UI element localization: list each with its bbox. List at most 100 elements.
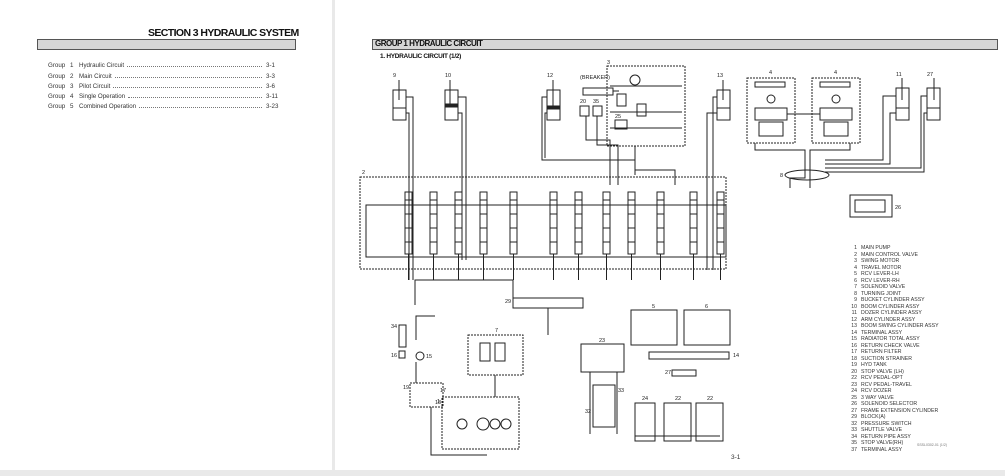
toc-group-label: Group bbox=[48, 72, 66, 80]
component-number-label: 25 bbox=[615, 114, 621, 120]
toc-leader-dots bbox=[113, 86, 262, 88]
spool bbox=[602, 191, 611, 255]
radiator bbox=[415, 351, 425, 361]
toc-leader-dots bbox=[139, 107, 262, 109]
rcv-dozer bbox=[634, 402, 656, 442]
shuttle-valve bbox=[592, 384, 616, 428]
toc-entry[interactable]: Group 5 Combined Operation 3-23 bbox=[48, 100, 288, 110]
component-number-label: 32 bbox=[585, 409, 591, 415]
toc-leader-dots bbox=[128, 97, 262, 99]
table-of-contents: Group 1 Hydraulic Circuit 3-1 Group 2 Ma… bbox=[48, 59, 288, 110]
toc-title: Main Circuit bbox=[79, 72, 112, 80]
component-number-label: 4 bbox=[834, 70, 837, 76]
rcv-pedal-opt-2 bbox=[695, 402, 724, 442]
spool bbox=[716, 191, 725, 255]
toc-group-label: Group bbox=[48, 82, 66, 90]
component-number-label: 1 bbox=[437, 399, 440, 405]
component-number-label: 5 bbox=[652, 304, 655, 310]
toc-page: 3-11 bbox=[266, 93, 278, 101]
spool bbox=[656, 191, 665, 255]
component-number-label: 17 bbox=[440, 388, 446, 394]
toc-entry[interactable]: Group 1 Hydraulic Circuit 3-1 bbox=[48, 59, 288, 69]
toc-title: Combined Operation bbox=[79, 103, 137, 111]
main-pump bbox=[441, 396, 520, 450]
toc-entry[interactable]: Group 4 Single Operation 3-11 bbox=[48, 90, 288, 100]
toc-title: Single Operation bbox=[79, 93, 126, 101]
engine bbox=[456, 418, 468, 430]
toc-group-number: 1 bbox=[70, 62, 74, 70]
spool bbox=[509, 191, 518, 255]
spool bbox=[479, 191, 488, 255]
toc-page: 3-6 bbox=[266, 82, 275, 90]
spool bbox=[627, 191, 636, 255]
component-number-label: 34 bbox=[391, 324, 397, 330]
circuit-subtitle: 1. HYDRAULIC CIRCUIT (1/2) bbox=[380, 53, 462, 60]
component-number-label: 8 bbox=[780, 173, 783, 179]
section-header-bar bbox=[37, 39, 296, 50]
section-title: SECTION 3 HYDRAULIC SYSTEM bbox=[148, 27, 299, 39]
page-number: 3-1 bbox=[731, 454, 741, 461]
component-number-label: 11 bbox=[896, 72, 902, 78]
component-number-label: 29 bbox=[505, 299, 511, 305]
toc-group-label: Group bbox=[48, 103, 66, 111]
toc-group-number: 5 bbox=[70, 103, 74, 111]
group-header-bar bbox=[372, 39, 998, 50]
component-number-label: (BREAKER) bbox=[580, 75, 610, 81]
toc-group-label: Group bbox=[48, 62, 66, 70]
component-number-label: 26 bbox=[895, 205, 901, 211]
rcv-lever-lh bbox=[630, 309, 678, 346]
toc-entry[interactable]: Group 2 Main Circuit 3-3 bbox=[48, 69, 288, 80]
component-number-label: 2 bbox=[362, 170, 365, 176]
component-number-label: 20 bbox=[580, 99, 586, 105]
toc-leader-dots bbox=[114, 76, 262, 78]
solenoid-valve-7 bbox=[467, 334, 524, 376]
toc-group-number: 3 bbox=[70, 82, 74, 90]
component-number-label: 12 bbox=[547, 73, 553, 79]
component-number-label: 9 bbox=[393, 73, 396, 79]
toc-title: Hydraulic Circuit bbox=[79, 62, 125, 70]
hydraulic-circuit-diagram: (BREAKER)9101213344112720352582622973416… bbox=[359, 60, 941, 456]
toc-group-number: 4 bbox=[70, 93, 74, 101]
spool bbox=[429, 191, 438, 255]
component-number-label: 6 bbox=[705, 304, 708, 310]
component-number-label: 33 bbox=[618, 388, 624, 394]
toc-page: 3-3 bbox=[266, 72, 275, 80]
component-number-label: 14 bbox=[733, 353, 739, 359]
spool bbox=[689, 191, 698, 255]
component-number-label: 22 bbox=[707, 396, 713, 402]
component-number-label: 7 bbox=[495, 328, 498, 334]
toc-entry[interactable]: Group 3 Pilot Circuit 3-6 bbox=[48, 80, 288, 90]
component-number-label: 19 bbox=[403, 385, 409, 391]
terminal-37 bbox=[671, 369, 697, 377]
toc-group-number: 2 bbox=[70, 72, 74, 80]
control-valve-spools bbox=[404, 191, 725, 280]
component-number-label: 35 bbox=[593, 99, 599, 105]
toc-leader-dots bbox=[127, 66, 262, 68]
component-number-label: 4 bbox=[769, 70, 772, 76]
